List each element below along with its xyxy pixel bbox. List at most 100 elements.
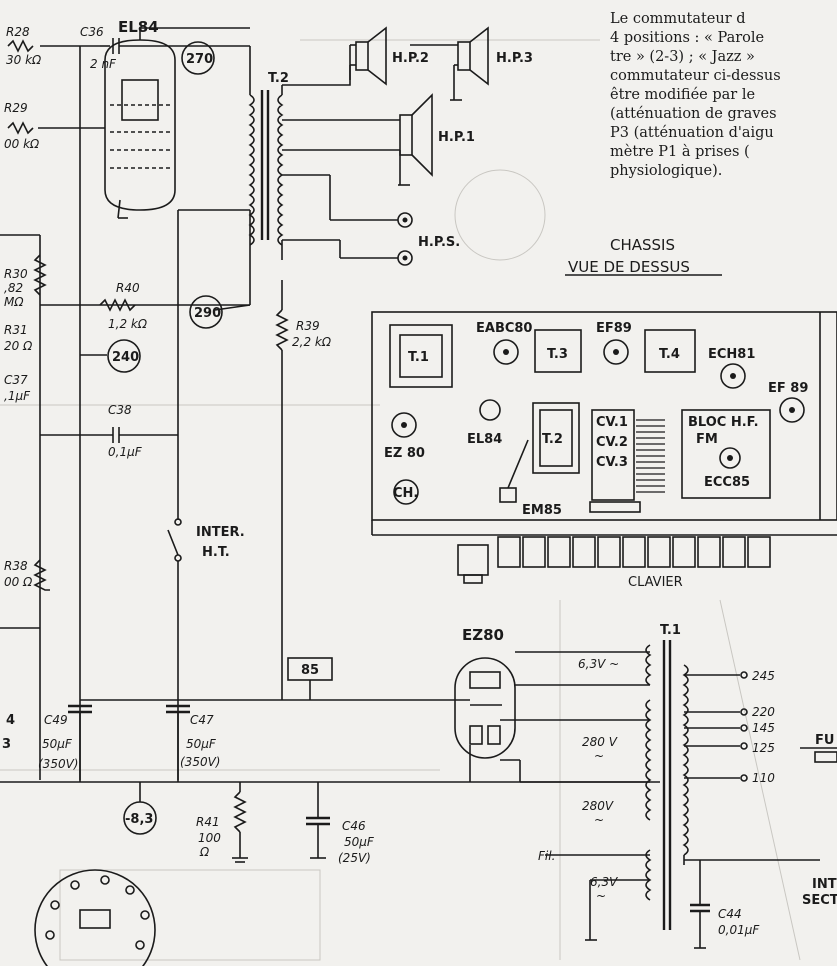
el84-label: EL84 xyxy=(118,18,159,36)
r29-label: R29 xyxy=(4,101,28,115)
r30-value-1: ,82 xyxy=(4,281,23,295)
article-note: Le commutateur d 4 positions : « Parole … xyxy=(610,10,837,181)
c36-value: 2 nF xyxy=(90,57,117,71)
ground-symbols xyxy=(118,99,706,949)
voltage-85-label: 85 xyxy=(301,663,319,678)
inter-sect-label-1: INT xyxy=(812,877,837,892)
c36-label: C36 xyxy=(80,25,104,39)
c49-value-2: (350V) xyxy=(38,757,78,771)
r30-label: R30 xyxy=(4,267,28,281)
t1-label: T.1 xyxy=(660,623,681,638)
chassis-ef89b: EF 89 xyxy=(768,381,808,396)
r30-value-2: MΩ xyxy=(4,295,24,309)
hp3-label: H.P.3 xyxy=(496,51,533,66)
clavier-label: CLAVIER xyxy=(628,575,683,590)
fuse-label: FU xyxy=(815,733,834,748)
r40-label: R40 xyxy=(116,281,140,295)
note-line: être modifiée par le xyxy=(610,87,756,103)
chassis-cv3: CV.3 xyxy=(596,455,628,470)
voltage-270-label: 270 xyxy=(186,52,213,67)
chassis-bloc-hf: BLOC H.F. xyxy=(688,415,759,430)
chassis-title: CHASSIS xyxy=(610,236,675,254)
note-line: P3 (atténuation d'aigu xyxy=(610,125,774,141)
hp2-speaker-symbol xyxy=(350,26,387,86)
chassis-ez80: EZ 80 xyxy=(384,446,425,461)
chassis-cv2: CV.2 xyxy=(596,435,628,450)
tube-socket-symbol xyxy=(34,869,156,966)
ez80-label: EZ80 xyxy=(462,626,504,644)
c37-value: ,1µF xyxy=(4,389,31,403)
hp1-label: H.P.1 xyxy=(438,130,475,145)
voltage-240-marker xyxy=(107,339,141,373)
c47-value-2: (350V) xyxy=(180,755,220,769)
t1-secondary-63b-2: ~ xyxy=(596,889,606,903)
c46-label: C46 xyxy=(342,819,366,833)
c38-value: 0,1µF xyxy=(108,445,143,459)
c44-value: 0,01µF xyxy=(718,923,760,937)
c49-label: C49 xyxy=(44,713,68,727)
left-terminal-4: 4 xyxy=(6,713,15,728)
vue-de-dessus-title: VUE DE DESSUS xyxy=(568,258,690,276)
tap-110: 110 xyxy=(752,771,775,785)
chassis-t1: T.1 xyxy=(408,350,429,365)
r39-label: R39 xyxy=(296,319,320,333)
c46-value-1: 50µF xyxy=(344,835,375,849)
voltage-290-label: 290 xyxy=(194,306,221,321)
r38-label: R38 xyxy=(4,559,28,573)
inter-sect-label-2: SECT xyxy=(802,893,837,908)
t1-secondary-280b-1: 280V xyxy=(582,799,614,813)
t1-secondary-63a: 6,3V ~ xyxy=(578,657,619,671)
r31-value: 20 Ω xyxy=(4,339,33,353)
hps-label: H.P.S. xyxy=(418,235,460,250)
chassis-el84: EL84 xyxy=(467,432,502,447)
voltage-290-marker xyxy=(189,295,223,329)
c38-label: C38 xyxy=(108,403,132,417)
fil-label: Fil. xyxy=(538,849,555,863)
note-line: physiologique). xyxy=(610,163,723,179)
t1-secondary-63b-1: 6,3V xyxy=(590,875,618,889)
t1-power-transformer xyxy=(645,640,689,930)
chassis-ch: CH. xyxy=(393,486,418,501)
r41-value-1: 100 xyxy=(198,831,221,845)
hp2-label: H.P.2 xyxy=(392,51,429,66)
chassis-top-view xyxy=(371,311,837,584)
c37-label: C37 xyxy=(4,373,28,387)
el84-tube-symbol xyxy=(104,28,176,219)
chassis-cv1: CV.1 xyxy=(596,415,628,430)
tap-145: 145 xyxy=(752,721,775,735)
voltage-270-marker xyxy=(181,41,215,75)
left-terminal-3: 3 xyxy=(2,737,11,752)
bleed-through-ghost xyxy=(0,39,801,961)
c47-label: C47 xyxy=(190,713,214,727)
r41-label: R41 xyxy=(196,815,220,829)
chassis-t3: T.3 xyxy=(547,347,568,362)
c47-value-1: 50µF xyxy=(186,737,217,751)
inter-ht-label-1: INTER. xyxy=(196,525,245,540)
note-line: (atténuation de graves xyxy=(610,106,777,122)
chassis-ech81: ECH81 xyxy=(708,347,755,362)
r29-value: 00 kΩ xyxy=(4,137,40,151)
r39-value: 2,2 kΩ xyxy=(292,335,332,349)
t1-secondary-280b-2: ~ xyxy=(594,813,604,827)
chassis-em85: EM85 xyxy=(522,503,562,518)
tap-245: 245 xyxy=(752,669,775,683)
r31-label: R31 xyxy=(4,323,28,337)
chassis-t4: T.4 xyxy=(659,347,680,362)
note-line: 4 positions : « Parole xyxy=(610,30,765,46)
r40-value: 1,2 kΩ xyxy=(108,317,148,331)
chassis-eabc80: EABC80 xyxy=(476,321,532,336)
voltage-neg83-label: -8,3 xyxy=(125,812,153,827)
note-line: commutateur ci-dessus xyxy=(610,68,781,84)
chassis-ef89a: EF89 xyxy=(596,321,632,336)
voltage-240-label: 240 xyxy=(112,350,139,365)
t1-primary-taps: 245 220 145 125 110 xyxy=(740,669,775,785)
hp3-speaker-symbol xyxy=(410,26,489,100)
t2-label: T.2 xyxy=(268,71,289,86)
r41-value-2: Ω xyxy=(199,845,210,859)
t1-secondary-280a-2: ~ xyxy=(594,749,604,763)
t2-output-transformer xyxy=(248,90,284,246)
hp1-speaker-symbol xyxy=(399,93,433,177)
tap-220: 220 xyxy=(752,705,775,719)
